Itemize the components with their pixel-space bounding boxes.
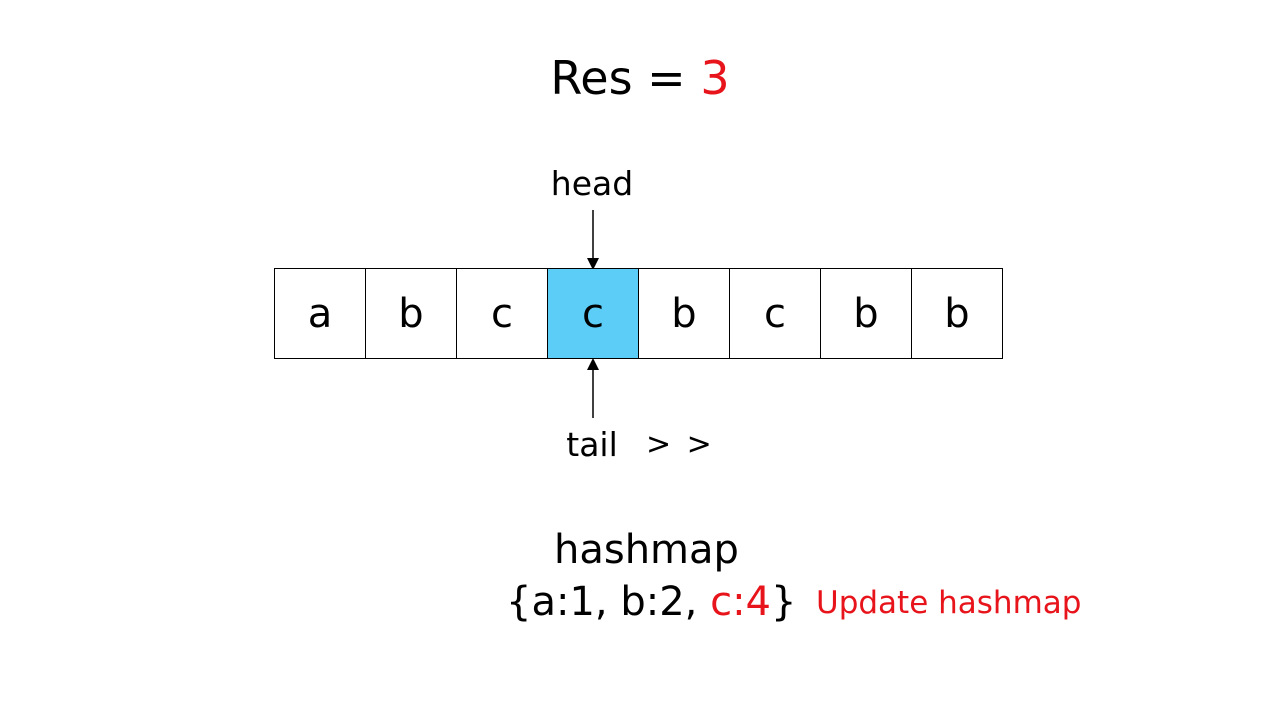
head-pointer-label: head bbox=[550, 164, 634, 203]
hashmap-title: hashmap bbox=[554, 527, 739, 573]
tail-direction-indicator: > > bbox=[646, 427, 715, 462]
hashmap-entry-a: a:1, bbox=[531, 579, 621, 625]
array-cell: c bbox=[457, 269, 548, 358]
array-cell: b bbox=[366, 269, 457, 358]
array-cell: b bbox=[912, 269, 1003, 358]
hashmap-close-brace: } bbox=[771, 579, 797, 625]
result-line: Res = 3 bbox=[0, 48, 1280, 108]
update-note: Update hashmap bbox=[816, 585, 1082, 621]
hashmap-content: {a:1, b:2, c:4} bbox=[506, 577, 796, 627]
result-value: 3 bbox=[700, 51, 730, 105]
tail-pointer-label: tail bbox=[566, 425, 618, 464]
array-cell-highlighted: c bbox=[548, 269, 639, 358]
string-array: a b c c b c b b bbox=[274, 268, 1003, 359]
array-cell: c bbox=[730, 269, 821, 358]
hashmap-entry-c-updated: c:4 bbox=[710, 579, 771, 625]
array-cell: b bbox=[821, 269, 912, 358]
hashmap-entry-b: b:2, bbox=[620, 579, 711, 625]
array-cell: b bbox=[639, 269, 730, 358]
array-cell: a bbox=[275, 269, 366, 358]
hashmap-open-brace: { bbox=[506, 579, 532, 625]
result-label: Res = bbox=[550, 51, 701, 105]
